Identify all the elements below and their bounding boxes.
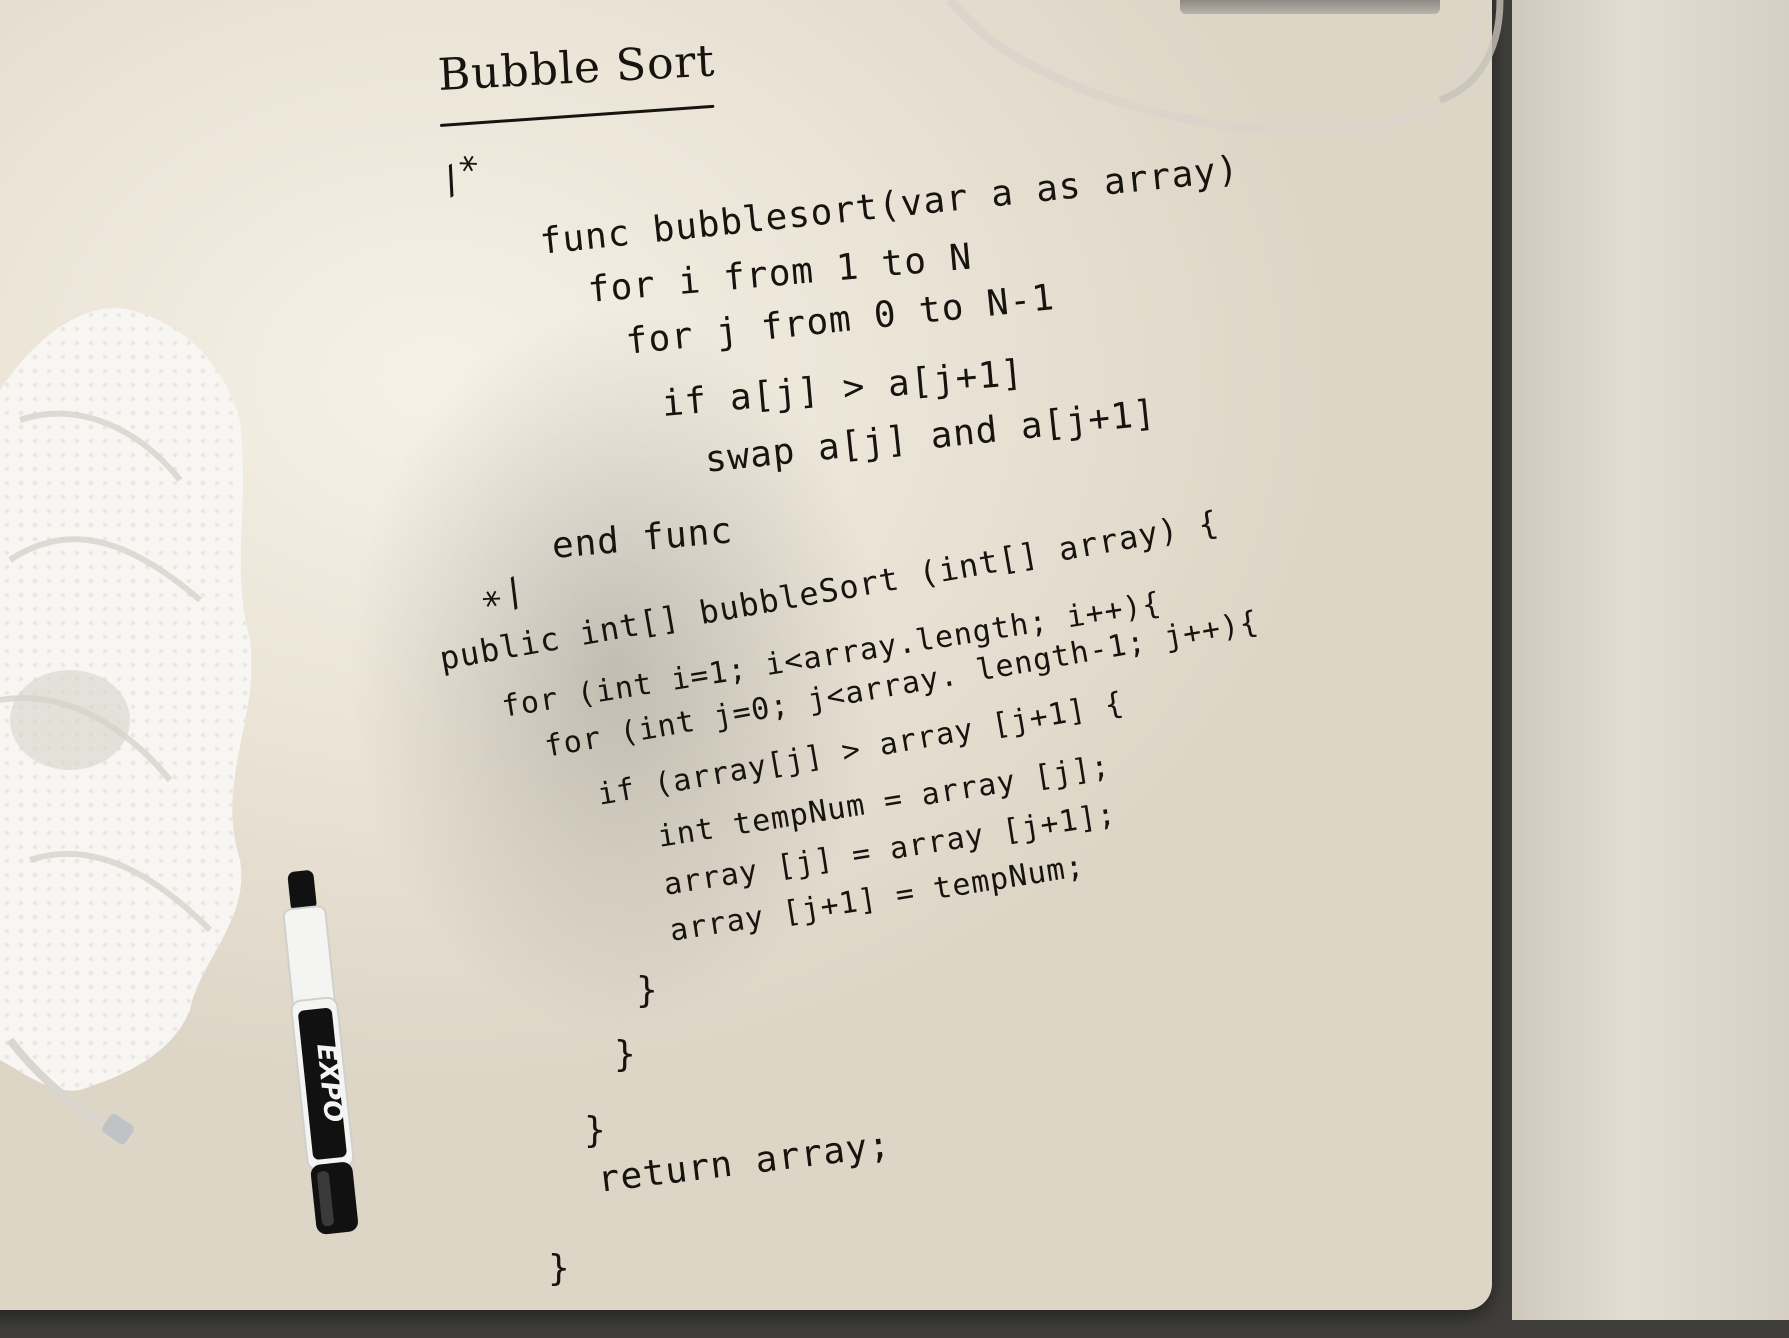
closing-brace: } — [548, 1248, 571, 1289]
closing-brace: } — [636, 970, 659, 1011]
paper-towel — [0, 308, 252, 1145]
closing-brace: } — [614, 1034, 637, 1075]
whiteboard-frame-bar — [1180, 0, 1440, 14]
adjacent-whiteboard — [1512, 0, 1789, 1320]
closing-brace: } — [584, 1110, 607, 1151]
